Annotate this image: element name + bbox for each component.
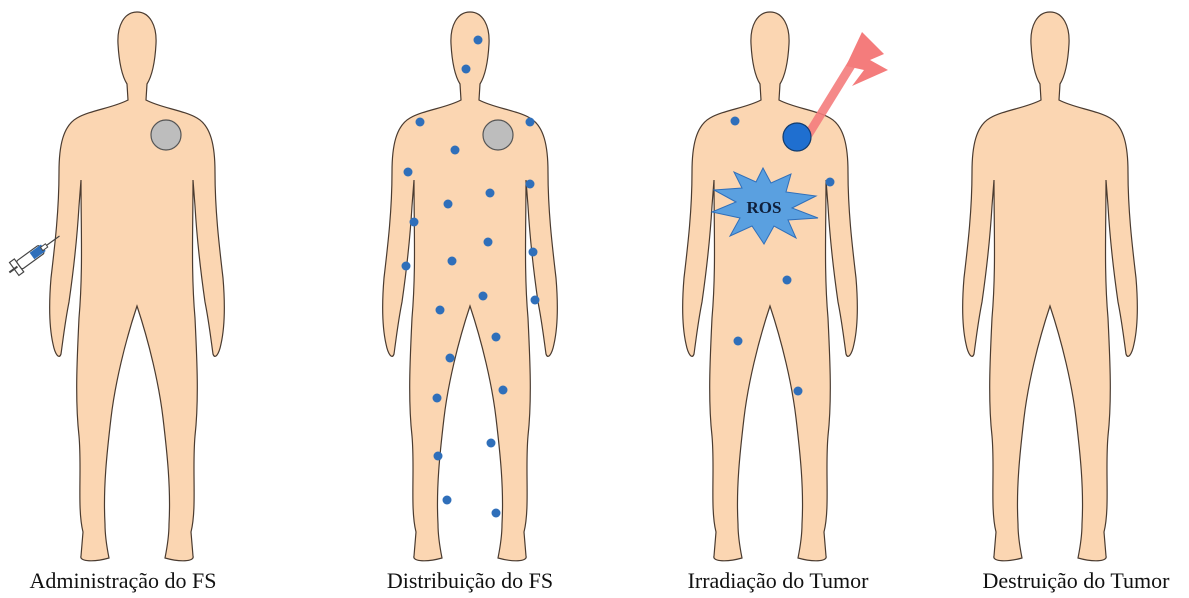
photosensitizer-dot: [826, 178, 835, 187]
caption-administracao: Administração do FS: [0, 568, 273, 594]
photosensitizer-dot: [433, 394, 442, 403]
photosensitizer-dot: [410, 218, 419, 227]
caption-destruicao: Destruição do Tumor: [926, 568, 1189, 594]
photosensitizer-dot: [436, 306, 445, 315]
tumor-1: [151, 120, 181, 150]
panel-administracao: [5, 12, 225, 561]
tumor-2: [483, 120, 513, 150]
lightning-bolt-icon: [846, 32, 888, 86]
photosensitizer-dot: [526, 180, 535, 189]
photosensitizer-dot: [492, 509, 501, 518]
panel-distribuicao: [383, 12, 558, 561]
ros-label: ROS: [747, 198, 782, 217]
photosensitizer-dot: [474, 36, 483, 45]
photosensitizer-dot: [794, 387, 803, 396]
photosensitizer-dot: [446, 354, 455, 363]
photosensitizer-dot: [484, 238, 493, 247]
photosensitizer-dot: [731, 117, 740, 126]
photosensitizer-dot: [443, 496, 452, 505]
photosensitizer-dot: [402, 262, 411, 271]
caption-irradiacao: Irradiação do Tumor: [628, 568, 928, 594]
caption-distribuicao: Distribuição do FS: [320, 568, 620, 594]
human-body-2: [383, 12, 558, 561]
photosensitizer-dot: [434, 452, 443, 461]
human-body-1: [50, 12, 225, 561]
human-body-4: [963, 12, 1138, 561]
photosensitizer-dot: [487, 439, 496, 448]
photosensitizer-dot: [531, 296, 540, 305]
photosensitizer-dot: [499, 386, 508, 395]
photosensitizer-dot: [529, 248, 538, 257]
photosensitizer-dot: [448, 257, 457, 266]
photosensitizer-dot: [451, 146, 460, 155]
photosensitizer-dot: [479, 292, 488, 301]
photosensitizer-dot: [734, 337, 743, 346]
photosensitizer-dot: [416, 118, 425, 127]
photosensitizer-dot: [492, 333, 501, 342]
photosensitizer-dot: [444, 200, 453, 209]
panel-irradiacao: ROS: [683, 12, 888, 561]
photosensitizer-dot: [526, 118, 535, 127]
photosensitizer-dot: [404, 168, 413, 177]
tumor-3-illuminated: [783, 123, 811, 151]
photosensitizer-dot: [462, 65, 471, 74]
photosensitizer-dot: [486, 189, 495, 198]
photosensitizer-dot: [783, 276, 792, 285]
panel-destruicao: [963, 12, 1138, 561]
